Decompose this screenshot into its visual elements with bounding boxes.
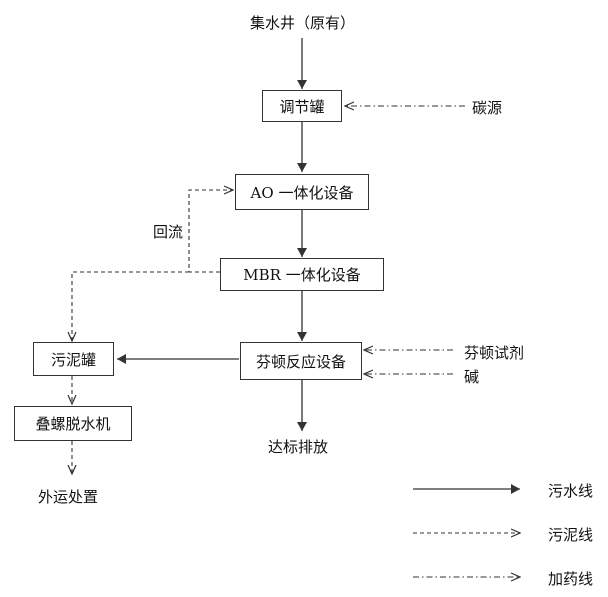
external-disposal-label: 外运处置 — [38, 488, 99, 506]
legend-sewage-label: 污水线 — [548, 482, 594, 500]
legend-dosing-label: 加药线 — [548, 570, 594, 588]
screw-dewatering-label: 叠螺脱水机 — [35, 415, 111, 433]
sludge-tank-box: 污泥罐 — [33, 342, 114, 376]
mbr-equipment-label: MBR 一体化设备 — [243, 266, 361, 284]
screw-dewatering-box: 叠螺脱水机 — [14, 406, 132, 441]
fenton-reactor-label: 芬顿反应设备 — [255, 352, 346, 371]
legend-sludge-label: 污泥线 — [548, 526, 594, 544]
arrow-reflux — [188, 190, 233, 273]
regulating-tank-box: 调节罐 — [262, 90, 342, 122]
fenton-reactor-box: 芬顿反应设备 — [240, 342, 362, 380]
mbr-equipment-box: MBR 一体化设备 — [220, 258, 384, 291]
source-well-label: 集水井（原有） — [250, 14, 356, 32]
fenton-reagent-label: 芬顿试剂 — [464, 344, 525, 362]
ao-equipment-box: AO 一体化设备 — [235, 174, 369, 210]
arrow-mbr-to-sludge-tank — [72, 271, 189, 341]
alkali-label: 碱 — [464, 368, 480, 386]
regulating-tank-label: 调节罐 — [279, 97, 325, 116]
ao-equipment-label: AO 一体化设备 — [250, 183, 354, 202]
sludge-tank-label: 污泥罐 — [50, 350, 96, 369]
reflux-label: 回流 — [153, 223, 184, 241]
carbon-source-label: 碳源 — [472, 99, 503, 117]
discharge-label: 达标排放 — [268, 438, 329, 456]
